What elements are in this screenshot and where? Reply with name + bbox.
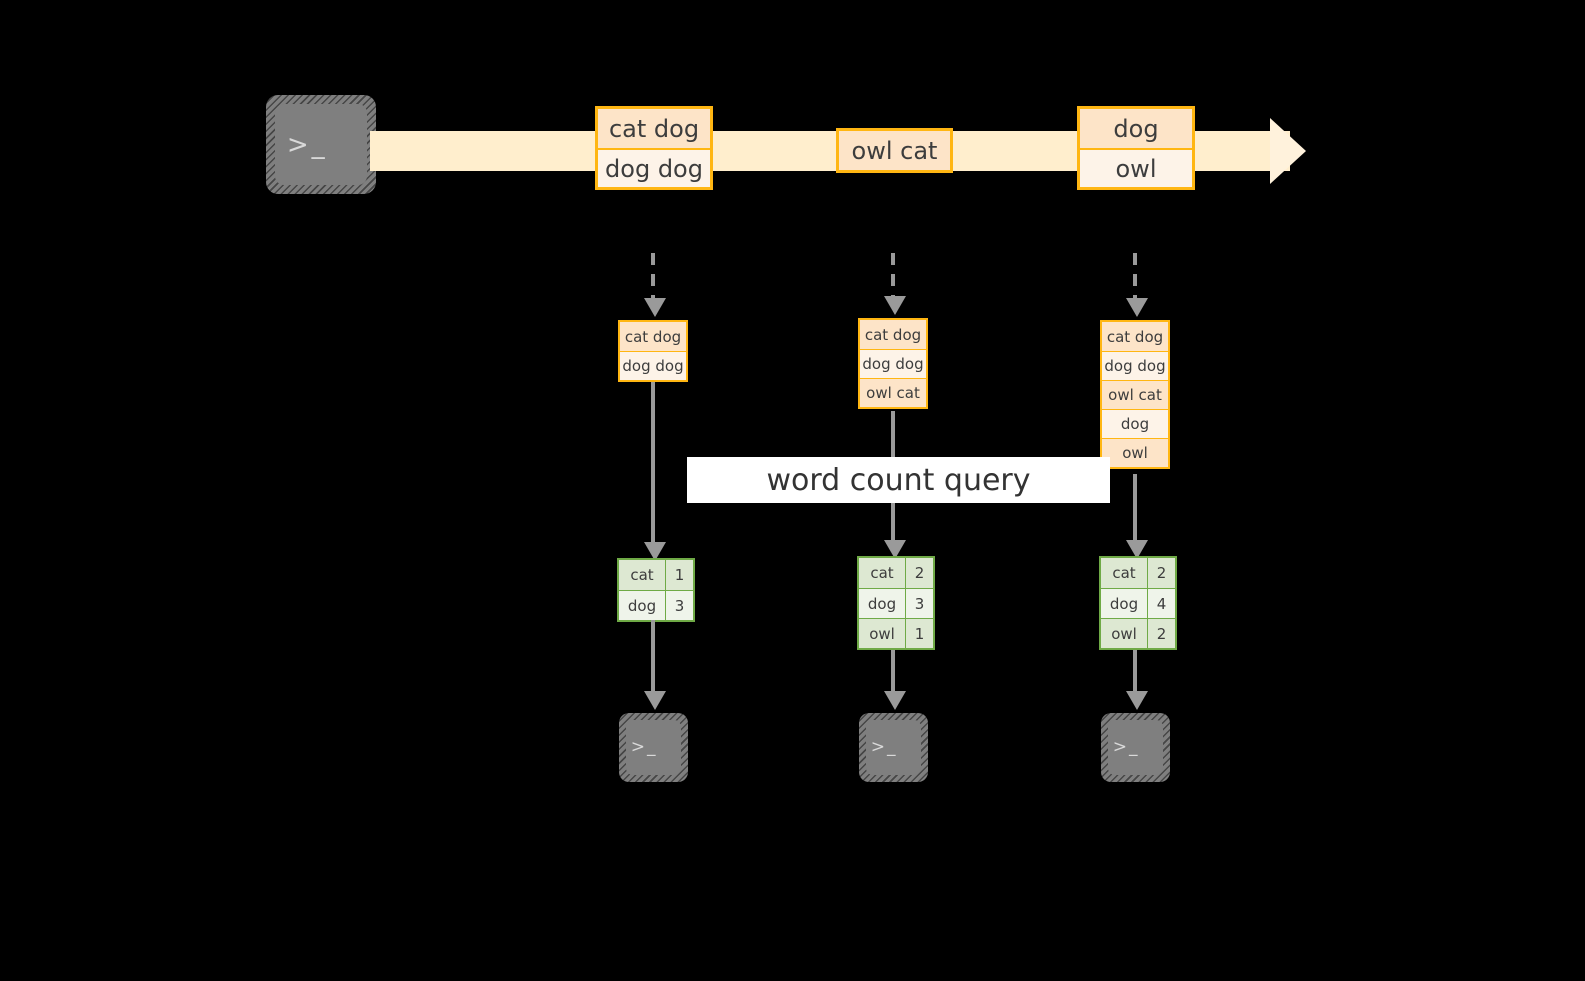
result-to-consumer-arrowhead-2 (884, 691, 906, 710)
accum-line: cat dog (860, 320, 926, 349)
result-count: 1 (905, 619, 933, 648)
accumulated-records-2: cat dog dog dog owl cat (858, 318, 928, 409)
accum-line: dog dog (860, 349, 926, 378)
accum-line: cat dog (620, 322, 686, 351)
result-to-consumer-arrowhead-1 (644, 691, 666, 710)
terminal-screen (275, 104, 367, 185)
stream-to-accum-arrowhead-1 (644, 298, 666, 317)
result-table-1: cat 1 dog 3 (617, 558, 695, 622)
accum-line: dog dog (1102, 351, 1168, 380)
result-count: 2 (1147, 619, 1175, 648)
stream-record-2: owl cat (836, 128, 953, 173)
result-word: cat (619, 560, 665, 590)
result-to-consumer-arrowhead-3 (1126, 691, 1148, 710)
result-count: 2 (1147, 558, 1175, 588)
consumer-terminal-icon-1: >_ (619, 713, 688, 782)
consumer-terminal-icon-2: >_ (859, 713, 928, 782)
result-word: cat (859, 558, 905, 588)
accum-line: owl (1102, 438, 1168, 467)
result-to-consumer-connector-3 (1133, 650, 1137, 695)
result-count: 3 (665, 591, 693, 620)
result-row: dog 4 (1101, 588, 1175, 618)
stream-arrow-head (1270, 118, 1306, 184)
result-to-consumer-connector-1 (651, 620, 655, 695)
accum-line: dog (1102, 409, 1168, 438)
result-count: 2 (905, 558, 933, 588)
stream-record-line: cat dog (598, 109, 710, 148)
result-row: dog 3 (619, 590, 693, 620)
stream-record-3: dog owl (1077, 106, 1195, 190)
result-table-3: cat 2 dog 4 owl 2 (1099, 556, 1177, 650)
result-count: 3 (905, 589, 933, 618)
result-row: cat 1 (619, 560, 693, 590)
accum-line: owl cat (1102, 380, 1168, 409)
terminal-screen (866, 720, 921, 775)
consumer-terminal-icon-3: >_ (1101, 713, 1170, 782)
terminal-prompt-glyph: >_ (1112, 737, 1140, 757)
result-count: 4 (1147, 589, 1175, 618)
terminal-prompt-glyph: >_ (286, 129, 328, 160)
accumulated-records-3: cat dog dog dog owl cat dog owl (1100, 320, 1170, 469)
result-to-consumer-connector-2 (891, 650, 895, 695)
accum-to-result-connector-3 (1133, 474, 1137, 545)
result-count: 1 (665, 560, 693, 590)
stream-to-accum-connector-3 (1133, 253, 1137, 301)
stream-to-accum-arrowhead-3 (1126, 298, 1148, 317)
result-word: cat (1101, 558, 1147, 588)
result-table-2: cat 2 dog 3 owl 1 (857, 556, 935, 650)
result-word: owl (1101, 619, 1147, 648)
query-label: word count query (687, 457, 1110, 503)
result-row: owl 1 (859, 618, 933, 648)
result-word: owl (859, 619, 905, 648)
accum-to-result-arrowhead-3 (1126, 540, 1148, 559)
accum-to-result-arrowhead-1 (644, 542, 666, 561)
result-row: cat 2 (1101, 558, 1175, 588)
stream-record-line: owl cat (839, 131, 950, 170)
result-row: dog 3 (859, 588, 933, 618)
accumulated-records-1: cat dog dog dog (618, 320, 688, 382)
producer-terminal-icon: >_ (266, 95, 376, 194)
stream-to-accum-connector-1 (651, 253, 655, 301)
accum-line: cat dog (1102, 322, 1168, 351)
stream-record-line: dog dog (598, 148, 710, 187)
result-word: dog (619, 591, 665, 620)
accum-line: dog dog (620, 351, 686, 380)
result-word: dog (1101, 589, 1147, 618)
stream-record-1: cat dog dog dog (595, 106, 713, 190)
accum-line: owl cat (860, 378, 926, 407)
accum-to-result-connector-1 (651, 382, 655, 547)
terminal-prompt-glyph: >_ (630, 737, 658, 757)
terminal-prompt-glyph: >_ (870, 737, 898, 757)
stream-record-line: dog (1080, 109, 1192, 148)
result-row: cat 2 (859, 558, 933, 588)
stream-to-accum-arrowhead-2 (884, 296, 906, 315)
stream-to-accum-connector-2 (891, 253, 895, 299)
stream-record-line: owl (1080, 148, 1192, 187)
result-word: dog (859, 589, 905, 618)
accum-to-result-arrowhead-2 (884, 540, 906, 559)
result-row: owl 2 (1101, 618, 1175, 648)
terminal-screen (626, 720, 681, 775)
terminal-screen (1108, 720, 1163, 775)
